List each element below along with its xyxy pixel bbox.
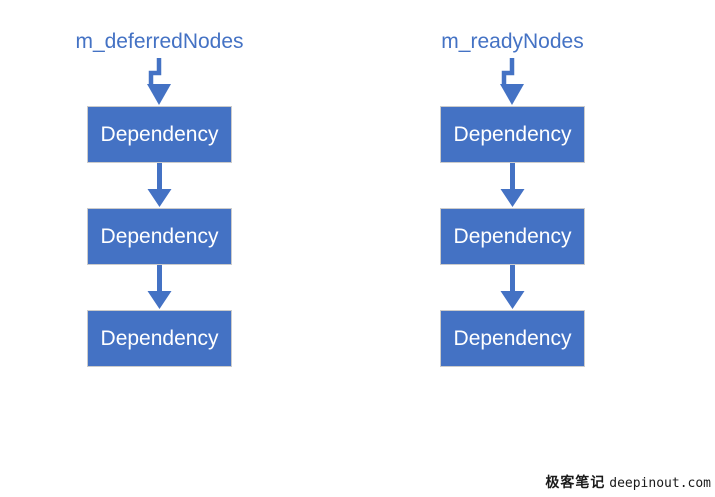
dependency-node: Dependency xyxy=(440,106,585,163)
entry-elbow-arrow-icon xyxy=(500,58,524,105)
watermark-site-domain: deepinout.com xyxy=(609,476,711,491)
watermark: 极客笔记 deepinout.com xyxy=(545,472,711,492)
list-label-deferred-nodes: m_deferredNodes xyxy=(75,30,244,53)
dependency-node: Dependency xyxy=(87,208,232,265)
watermark-site-name: 极客笔记 xyxy=(545,475,606,491)
dependency-node: Dependency xyxy=(440,208,585,265)
down-arrow-icon xyxy=(500,163,525,207)
down-arrow-icon xyxy=(500,265,525,309)
down-arrow-icon xyxy=(147,265,172,309)
dependency-node: Dependency xyxy=(87,310,232,367)
entry-elbow-arrow-icon xyxy=(147,58,171,105)
deferred-nodes-list: m_deferredNodes Dependency Dependency De… xyxy=(75,28,244,367)
ready-nodes-list: m_readyNodes Dependency Dependency Depen… xyxy=(440,28,585,367)
dependency-node: Dependency xyxy=(440,310,585,367)
list-label-ready-nodes: m_readyNodes xyxy=(441,30,584,53)
down-arrow-icon xyxy=(147,163,172,207)
dependency-node: Dependency xyxy=(87,106,232,163)
